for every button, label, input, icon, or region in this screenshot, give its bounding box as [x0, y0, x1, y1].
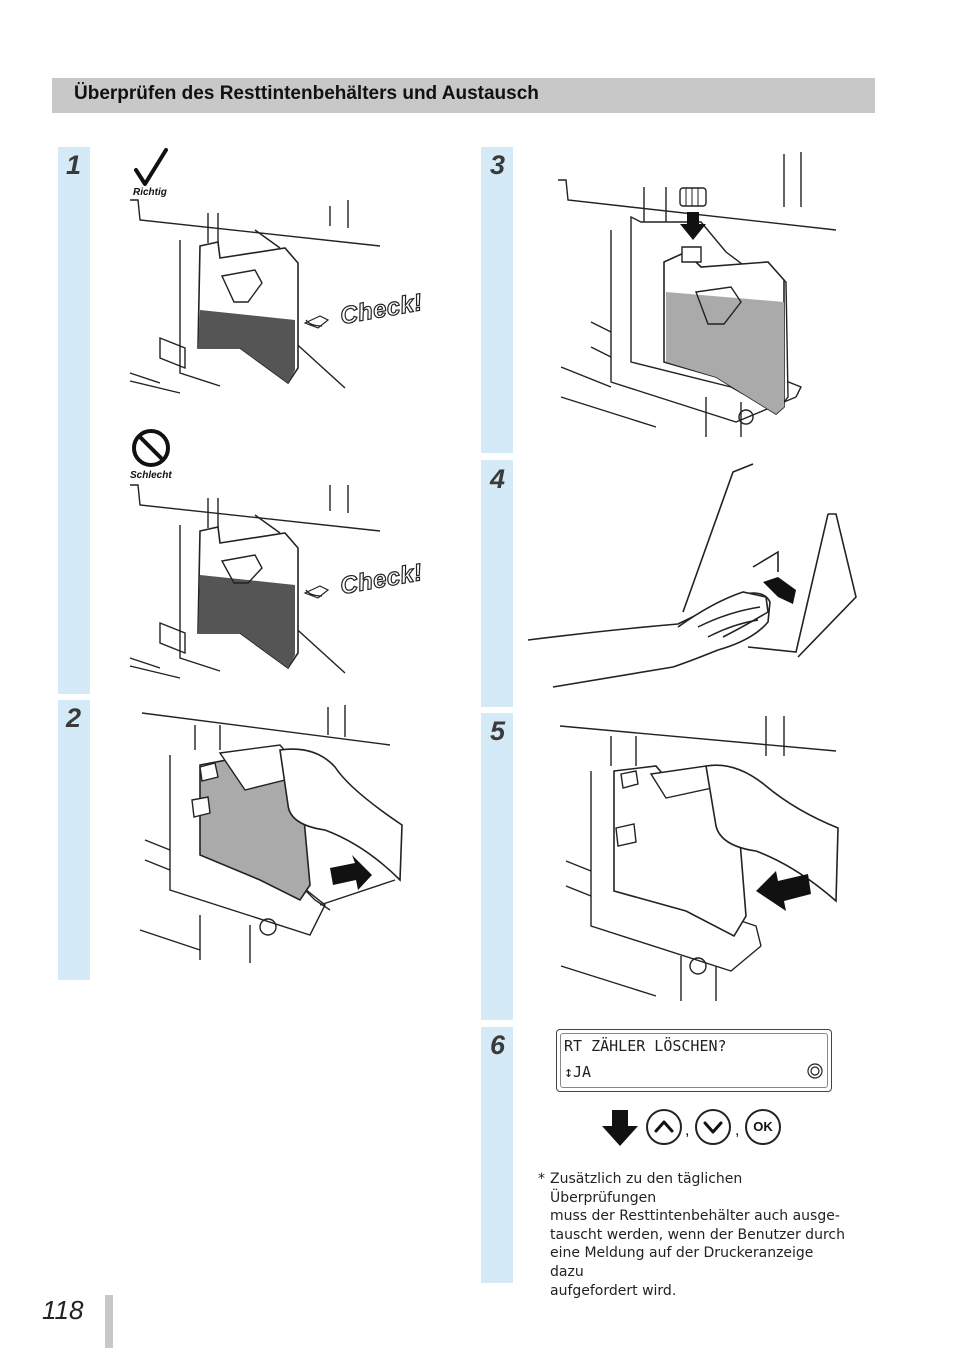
key-sequence: , , OK [600, 1106, 800, 1150]
step-1-number: 1 [66, 150, 82, 180]
page-number: 118 [42, 1295, 84, 1325]
step-3-illustration [556, 152, 846, 437]
printer-display-panel: RT ZÄHLER LÖSCHEN? ↕JA [556, 1029, 832, 1092]
display-inner-frame [560, 1033, 828, 1088]
page-number-rule [105, 1295, 113, 1348]
down-arrow-icon [602, 1110, 638, 1146]
footnote-marker: * [538, 1171, 545, 1187]
step-4-strip [481, 460, 513, 707]
good-label: Richtig [133, 187, 167, 198]
display-line-2: ↕JA [564, 1063, 592, 1081]
step-1-bad-illustration [130, 483, 390, 678]
step-6-strip [481, 1027, 513, 1283]
dial-icon [807, 1063, 823, 1079]
up-key-button[interactable] [646, 1109, 682, 1145]
step-5-number: 5 [490, 716, 506, 746]
step-6-number: 6 [490, 1030, 506, 1060]
ok-key-button[interactable]: OK [745, 1109, 781, 1145]
step-3-number: 3 [490, 150, 506, 180]
bad-label: Schlecht [130, 470, 172, 481]
footnote-text: Zusätzlich zu den täglichen Überprüfunge… [550, 1171, 845, 1299]
step-1-good-illustration [130, 198, 390, 393]
prohibited-icon [131, 428, 171, 468]
step-2-number: 2 [66, 703, 82, 733]
key-separator: , [735, 1122, 740, 1139]
down-key-button[interactable] [695, 1109, 731, 1145]
display-line-1: RT ZÄHLER LÖSCHEN? [564, 1037, 727, 1055]
step-5-illustration [556, 716, 846, 1001]
chevron-down-icon [703, 1121, 723, 1134]
step-4-illustration [528, 462, 863, 692]
step-2-illustration [140, 705, 410, 965]
step-1-strip [58, 147, 90, 694]
step-4-number: 4 [490, 464, 506, 494]
step-5-strip [481, 713, 513, 1020]
section-header: Überprüfen des Resttintenbehälters und A… [52, 78, 875, 113]
step-3-strip [481, 147, 513, 453]
key-separator: , [685, 1122, 690, 1139]
checkmark-icon [133, 148, 169, 188]
ok-key-label: OK [753, 1119, 773, 1134]
chevron-up-icon [654, 1120, 674, 1133]
section-title: Überprüfen des Resttintenbehälters und A… [74, 83, 539, 104]
step-2-strip [58, 700, 90, 980]
